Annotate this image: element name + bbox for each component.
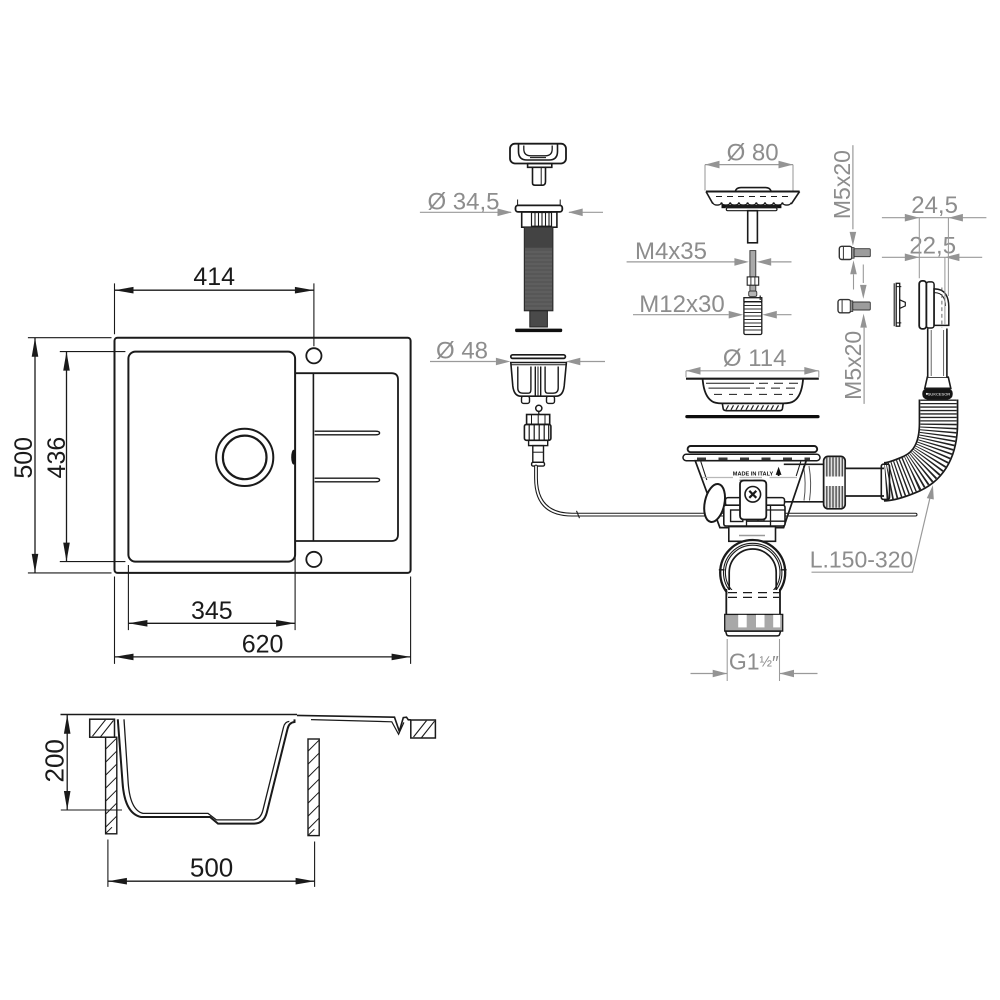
svg-text:500: 500 [10,437,38,479]
svg-text:345: 345 [191,597,233,625]
svg-text:620: 620 [242,631,284,659]
svg-text:M12x30: M12x30 [639,291,724,318]
svg-text:MADE IN ITALY: MADE IN ITALY [733,472,774,478]
svg-text:Ø 34,5: Ø 34,5 [427,188,499,215]
svg-text:SUKCESOR: SUKCESOR [928,392,951,397]
svg-text:22,5: 22,5 [909,233,956,260]
svg-text:Ø 80: Ø 80 [727,139,779,166]
svg-text:500: 500 [190,853,233,883]
svg-text:G1½″: G1½″ [729,649,779,675]
svg-text:200: 200 [40,739,70,782]
svg-text:M4x35: M4x35 [635,238,707,265]
svg-text:Ø 48: Ø 48 [436,337,488,364]
svg-text:414: 414 [193,263,235,291]
svg-text:M5x20: M5x20 [829,150,855,219]
svg-text:436: 436 [43,437,71,479]
svg-text:M5x20: M5x20 [840,331,866,400]
svg-text:24,5: 24,5 [911,192,958,219]
svg-text:L.150-320: L.150-320 [810,547,914,573]
svg-text:Ø 114: Ø 114 [723,345,787,372]
